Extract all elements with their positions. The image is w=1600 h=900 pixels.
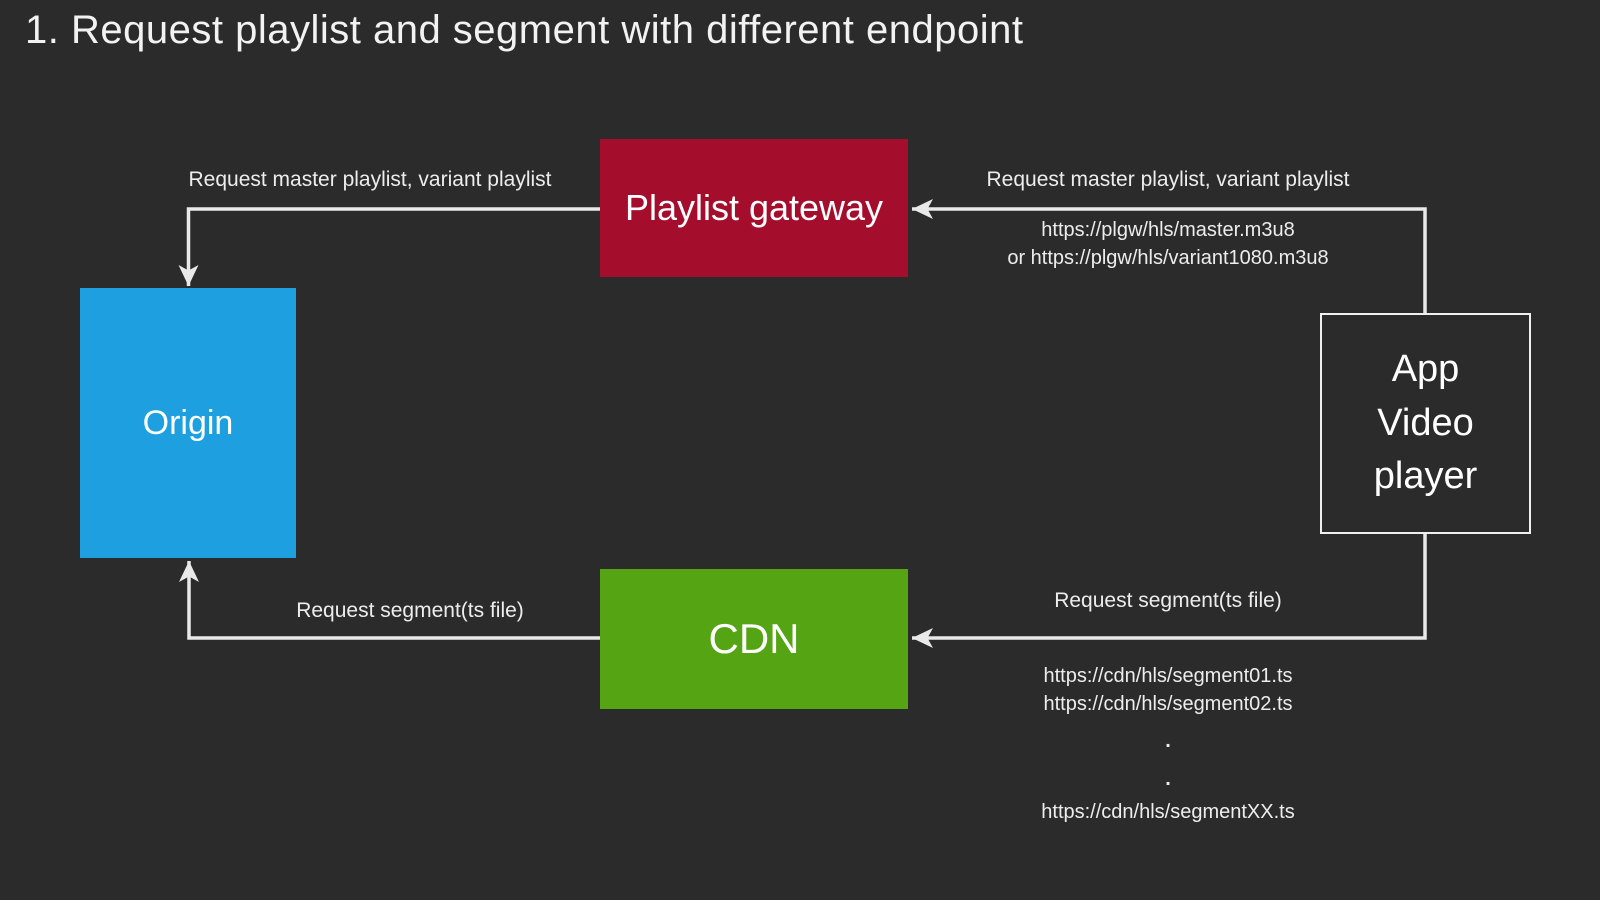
edge-urls-app-to-gateway: https://plgw/hls/master.m3u8 or https://… <box>938 216 1398 272</box>
ellipsis-dot: . <box>1165 730 1171 752</box>
connector-cdn-to-origin <box>179 561 600 640</box>
url-segmentxx: https://cdn/hls/segmentXX.ts <box>1041 801 1295 823</box>
edge-urls-app-to-cdn: https://cdn/hls/segment01.ts https://cdn… <box>938 662 1398 826</box>
url-master-playlist: https://plgw/hls/master.m3u8 <box>1041 219 1295 241</box>
node-app-video-player: App Video player <box>1320 313 1531 534</box>
edge-label-app-to-gateway: Request master playlist, variant playlis… <box>986 168 1350 191</box>
url-variant-playlist: or https://plgw/hls/variant1080.m3u8 <box>1007 247 1329 269</box>
diagram-title: 1. Request playlist and segment with dif… <box>25 8 1024 52</box>
node-app-video-player-label: App Video player <box>1373 347 1478 498</box>
node-origin-label: Origin <box>142 403 234 442</box>
node-cdn-label: CDN <box>708 615 800 662</box>
connector-app-to-gateway <box>912 199 1427 313</box>
url-segment02: https://cdn/hls/segment02.ts <box>1043 693 1293 715</box>
node-playlist-gateway: Playlist gateway <box>600 139 908 277</box>
edge-label-app-to-cdn: Request segment(ts file) <box>1054 589 1282 612</box>
node-origin: Origin <box>80 288 296 558</box>
connector-gateway-to-origin <box>178 207 600 286</box>
node-cdn: CDN <box>600 569 908 709</box>
url-segment01: https://cdn/hls/segment01.ts <box>1043 665 1293 687</box>
edge-label-cdn-to-origin: Request segment(ts file) <box>296 599 524 622</box>
node-playlist-gateway-label: Playlist gateway <box>624 187 884 228</box>
edge-label-gateway-to-origin: Request master playlist, variant playlis… <box>188 168 552 191</box>
ellipsis-dot: . <box>1165 768 1171 790</box>
connector-app-to-cdn <box>912 534 1427 648</box>
